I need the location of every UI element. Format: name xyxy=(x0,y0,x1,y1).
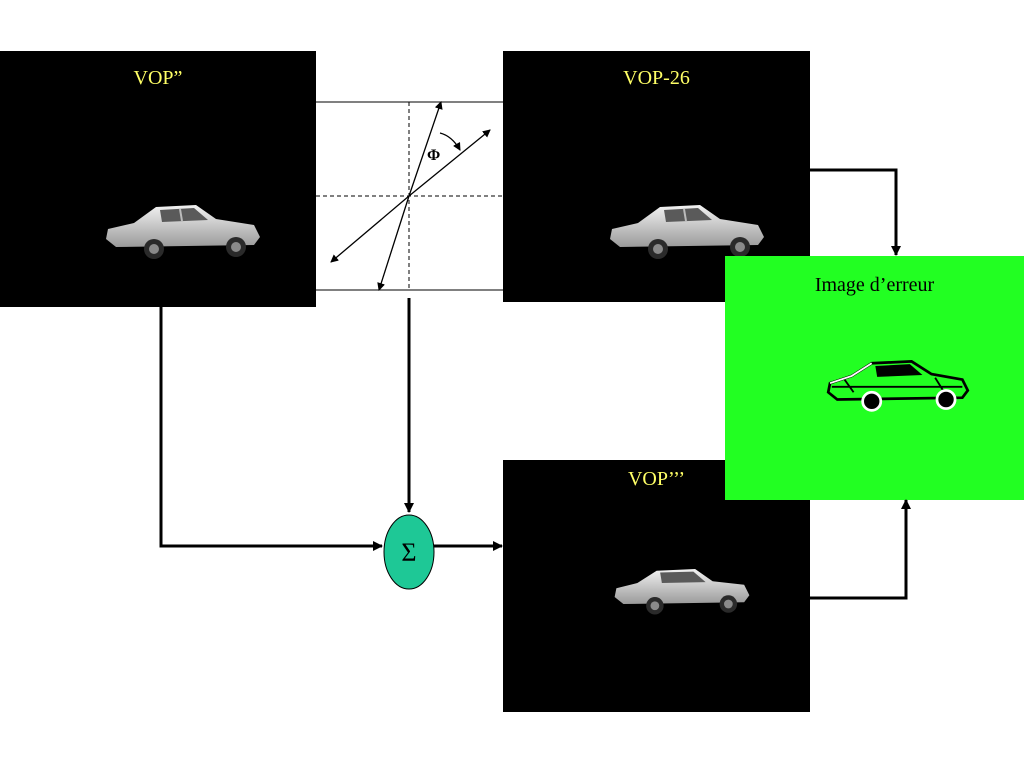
error-image-panel: Image d’erreur xyxy=(725,256,1024,500)
vop-output-title: VOP’’’ xyxy=(627,468,686,490)
vop-26-title: VOP-26 xyxy=(623,67,690,89)
car-icon xyxy=(614,569,750,615)
car-icon xyxy=(610,205,764,259)
summation-symbol: Σ xyxy=(401,538,416,567)
error-image-title: Image d’erreur xyxy=(814,274,935,296)
arrow-vop26-to-error xyxy=(810,168,901,256)
vop-input-title: VOP” xyxy=(133,67,183,89)
rotation-axes-icon xyxy=(330,101,491,291)
arrow-vop-to-sum xyxy=(159,307,383,551)
car-icon xyxy=(106,205,260,259)
arrow-vop-output-to-error xyxy=(810,499,911,600)
car-icon xyxy=(826,360,970,412)
angle-phi-label: Φ xyxy=(427,147,440,164)
summation-node xyxy=(383,514,435,590)
vop-output-panel: VOP’’’ xyxy=(503,460,810,712)
vop-input-panel: VOP” xyxy=(0,51,316,307)
